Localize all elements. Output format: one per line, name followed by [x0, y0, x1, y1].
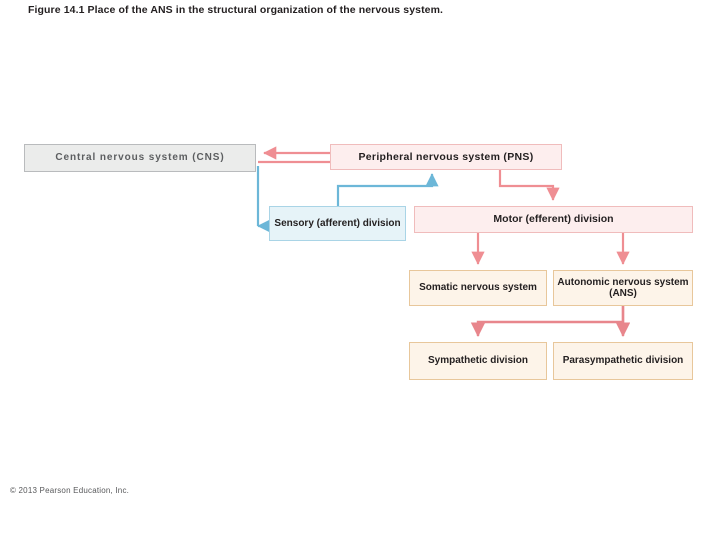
- box-peripheral-nervous-system: Peripheral nervous system (PNS): [330, 144, 562, 170]
- box-autonomic-nervous-system: Autonomic nervous system (ANS): [553, 270, 693, 306]
- box-somatic-nervous-system: Somatic nervous system: [409, 270, 547, 306]
- box-parasympathetic-label: Parasympathetic division: [562, 355, 684, 367]
- box-autonomic-label: Autonomic nervous system (ANS): [557, 276, 689, 300]
- box-sensory-label: Sensory (afferent) division: [274, 217, 401, 229]
- figure-title: Figure 14.1 Place of the ANS in the stru…: [28, 4, 444, 16]
- box-motor-label: Motor (efferent) division: [493, 213, 614, 226]
- box-cns-label: Central nervous system (CNS): [55, 152, 225, 164]
- box-parasympathetic-division: Parasympathetic division: [553, 342, 693, 380]
- box-pns-label: Peripheral nervous system (PNS): [358, 150, 534, 163]
- box-central-nervous-system: Central nervous system (CNS): [24, 144, 256, 172]
- box-sympathetic-label: Sympathetic division: [427, 355, 529, 367]
- box-motor-division: Motor (efferent) division: [414, 206, 693, 233]
- box-sympathetic-division: Sympathetic division: [409, 342, 547, 380]
- box-somatic-label: Somatic nervous system: [419, 282, 537, 294]
- box-sensory-division: Sensory (afferent) division: [269, 206, 406, 241]
- copyright-notice: © 2013 Pearson Education, Inc.: [10, 486, 130, 495]
